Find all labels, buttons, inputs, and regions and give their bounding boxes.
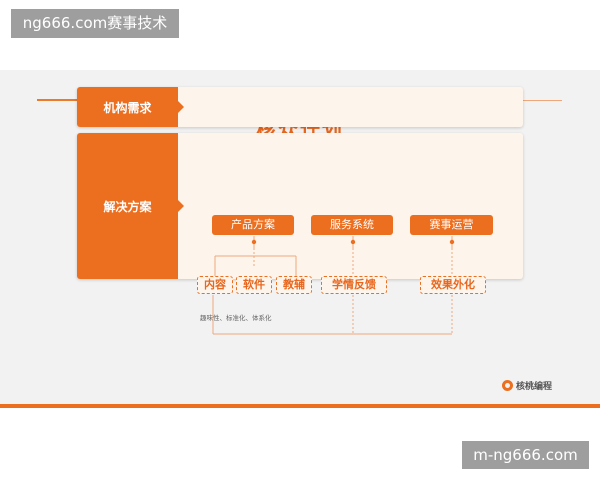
tag-effect-externalization: 效果外化 <box>420 276 486 294</box>
node-product-solution: 产品方案 <box>212 215 294 235</box>
watermark-bottom: m-ng666.com <box>462 441 589 469</box>
node-service-system: 服务系统 <box>311 215 393 235</box>
row-demand-label-text: 机构需求 <box>103 100 152 115</box>
tag-software: 软件 <box>236 276 272 294</box>
row-solution: 解决方案 <box>77 133 523 279</box>
connector-dot <box>251 239 257 245</box>
node-competition-ops: 赛事运营 <box>410 215 493 235</box>
tag-teaching-aids: 教辅 <box>276 276 312 294</box>
row-demand: 机构需求 <box>77 87 523 127</box>
tag-learning-feedback: 学情反馈 <box>321 276 387 294</box>
watermark-top: ng666.com赛事技术 <box>11 9 179 38</box>
logo-icon <box>502 380 513 391</box>
brand-logo: 核桃编程 <box>502 379 552 392</box>
tag-content: 内容 <box>197 276 233 294</box>
slide-bottom-bar <box>0 404 600 408</box>
connector-dot <box>449 239 455 245</box>
feature-note: 趣味性、标准化、体系化 <box>200 314 272 322</box>
row-solution-label: 解决方案 <box>77 133 184 279</box>
arrow-right-icon <box>178 101 184 113</box>
connector-dot <box>350 239 356 245</box>
brand-name: 核桃编程 <box>516 382 553 392</box>
row-solution-label-text: 解决方案 <box>103 199 152 214</box>
arrow-right-icon <box>178 200 184 212</box>
row-demand-label: 机构需求 <box>77 87 184 127</box>
